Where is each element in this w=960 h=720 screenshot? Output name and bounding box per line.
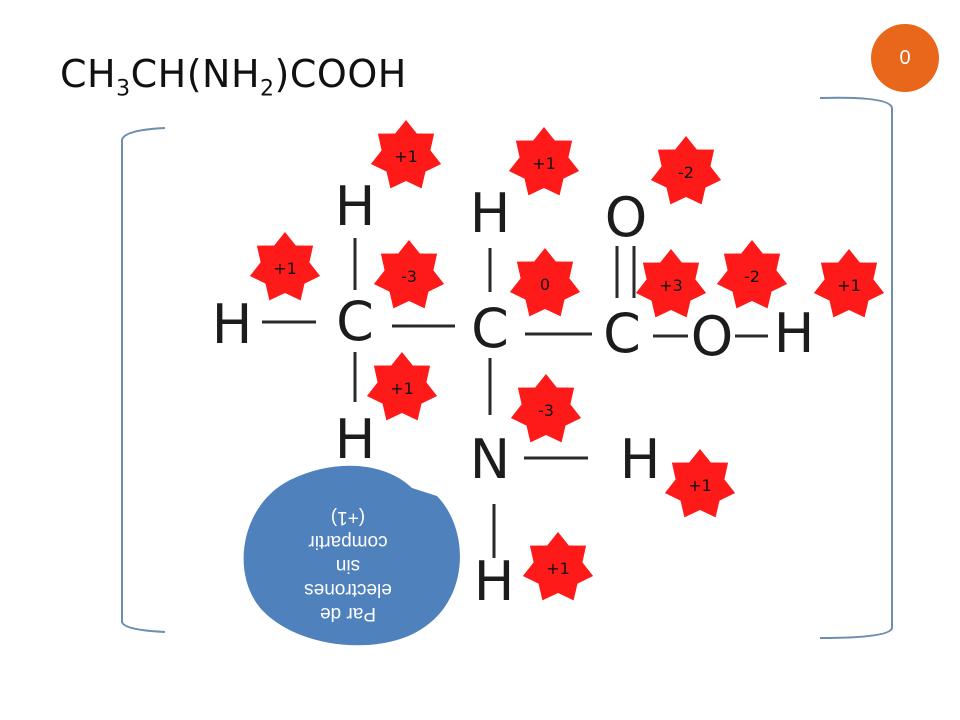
star-shape [522, 532, 594, 601]
atoms: H H O H C C C O H H N H H [212, 175, 815, 613]
formula-subscript: 2 [260, 76, 275, 102]
formula-part: CH [60, 52, 117, 96]
oxidation-star: -2 [716, 240, 788, 309]
oxidation-star: +1 [249, 232, 321, 301]
right-bracket [819, 96, 893, 639]
molecular-formula: CH3CH(NH2)COOH [60, 52, 407, 102]
atom-c: C [471, 297, 509, 360]
oxidation-star: +1 [664, 449, 736, 518]
lone-pair-callout: Par de electrones sin compartir (+1) [243, 465, 460, 646]
oxidation-label: +3 [659, 276, 683, 295]
oxidation-star: -3 [510, 374, 582, 443]
oxidation-label: +1 [546, 559, 570, 578]
formula-subscript: 3 [116, 76, 131, 102]
star-shape [635, 249, 707, 318]
oxidation-star: -3 [373, 240, 445, 309]
star-shape [716, 240, 788, 309]
atom-o: O [605, 186, 648, 249]
left-bracket [121, 127, 166, 633]
atom-h: H [335, 175, 376, 238]
star-shape [813, 249, 885, 318]
oxidation-stars: +1 +1 -2 +1 -3 0 [249, 120, 885, 601]
oxidation-label: +1 [273, 259, 297, 278]
star-shape [249, 232, 321, 301]
star-shape [366, 352, 438, 421]
atom-h: H [212, 293, 253, 356]
bonds [262, 238, 768, 558]
oxidation-label: +1 [532, 154, 556, 173]
atom-h: H [774, 302, 815, 365]
oxidation-label: 0 [540, 275, 550, 294]
callout-line: compartir [308, 531, 388, 552]
oxidation-star: +1 [508, 127, 580, 196]
callout-shape [243, 465, 460, 646]
star-shape [650, 136, 722, 205]
callout-text: Par de electrones sin compartir (+1) [304, 507, 392, 624]
oxidation-star: +1 [813, 249, 885, 318]
star-shape [664, 449, 736, 518]
oxidation-label: +1 [688, 476, 712, 495]
atom-c: C [603, 302, 641, 365]
oxidation-label: +1 [390, 379, 414, 398]
star-shape [509, 248, 581, 317]
oxidation-label: -2 [678, 163, 694, 182]
callout-line: sin [336, 555, 360, 576]
atom-h: H [470, 182, 511, 245]
oxidation-star: +1 [370, 120, 442, 189]
callout-line: electrones [304, 579, 392, 600]
oxidation-label: -2 [744, 267, 760, 286]
star-shape [510, 374, 582, 443]
atom-h: H [474, 550, 515, 613]
atom-o: O [691, 305, 734, 368]
atom-h: H [620, 428, 661, 491]
callout-line: Par de [320, 603, 376, 624]
oxidation-label: -3 [401, 267, 417, 286]
oxidation-star: 0 [509, 248, 581, 317]
oxidation-star: +1 [522, 532, 594, 601]
formula-part: )COOH [274, 52, 407, 96]
oxidation-star: +1 [366, 352, 438, 421]
oxidation-star: +3 [635, 249, 707, 318]
formula-part: CH(NH [130, 52, 261, 96]
oxidation-star: -2 [650, 136, 722, 205]
oxidation-label: -3 [538, 401, 554, 420]
star-shape [373, 240, 445, 309]
star-shape [370, 120, 442, 189]
oxidation-label: +1 [837, 276, 861, 295]
atom-c: C [336, 290, 374, 353]
star-shape [508, 127, 580, 196]
atom-h: H [335, 408, 376, 471]
total-charge-badge: 0 [871, 24, 939, 92]
callout-line: (+1) [331, 507, 365, 528]
atom-n: N [470, 428, 510, 491]
oxidation-label: +1 [394, 147, 418, 166]
